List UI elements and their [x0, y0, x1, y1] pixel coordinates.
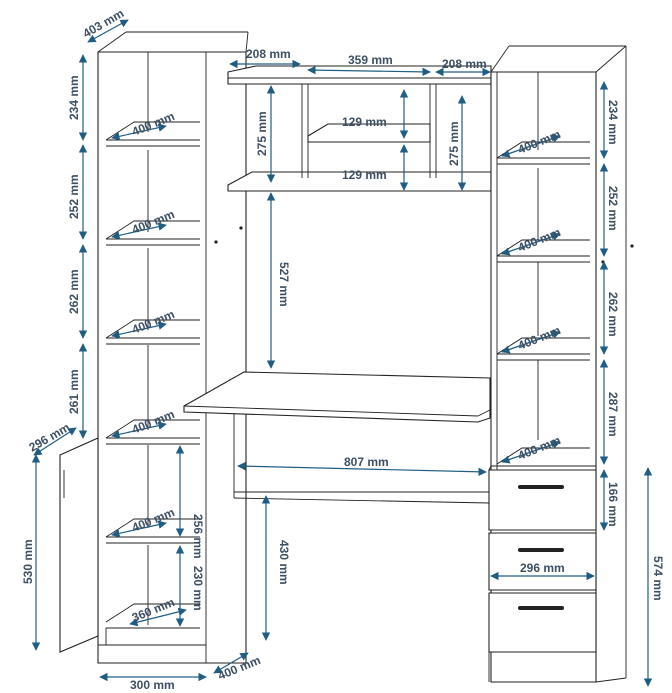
label-hutch-right-height: 275 mm	[447, 121, 461, 166]
label-hutch-middle: 359 mm	[348, 53, 393, 67]
label-right-h5: 166 mm	[606, 482, 620, 527]
label-right-h4: 287 mm	[606, 392, 620, 437]
label-hutch-left-height: 275 mm	[255, 111, 269, 156]
left-tower	[97, 31, 249, 664]
label-desk-width: 807 mm	[344, 455, 389, 469]
label-right-total-height: 574 mm	[651, 556, 665, 601]
label-left-tower-depth: 403 mm	[81, 6, 127, 40]
label-left-h1: 234 mm	[67, 75, 81, 120]
label-right-h1: 234 mm	[606, 100, 620, 145]
label-left-h4: 261 mm	[67, 369, 81, 414]
label-left-base-width: 300 mm	[130, 678, 175, 692]
hutch	[227, 65, 492, 380]
label-left-h2: 252 mm	[67, 174, 81, 219]
label-hutch-side-left: 208 mm	[246, 47, 291, 61]
label-left-inner-2: 230 mm	[191, 566, 205, 611]
left-door	[59, 437, 99, 653]
desk	[183, 371, 491, 504]
label-hutch-niche-2: 129 mm	[342, 168, 387, 182]
label-left-door-height: 530 mm	[21, 539, 35, 584]
label-hutch-niche-1: 129 mm	[342, 115, 387, 129]
label-drawer-width: 296 mm	[520, 561, 565, 575]
label-left-door-depth: 296 mm	[27, 420, 73, 454]
label-left-inner-1: 256 mm	[191, 514, 205, 559]
label-left-h3: 262 mm	[67, 269, 81, 314]
label-right-h2: 252 mm	[606, 186, 620, 231]
label-right-h3: 262 mm	[606, 292, 620, 337]
dimension-lines	[31, 19, 653, 687]
label-hutch-side-right: 208 mm	[442, 57, 487, 71]
label-hutch-clearance: 527 mm	[277, 262, 291, 307]
label-desk-under-height: 430 mm	[277, 540, 291, 585]
